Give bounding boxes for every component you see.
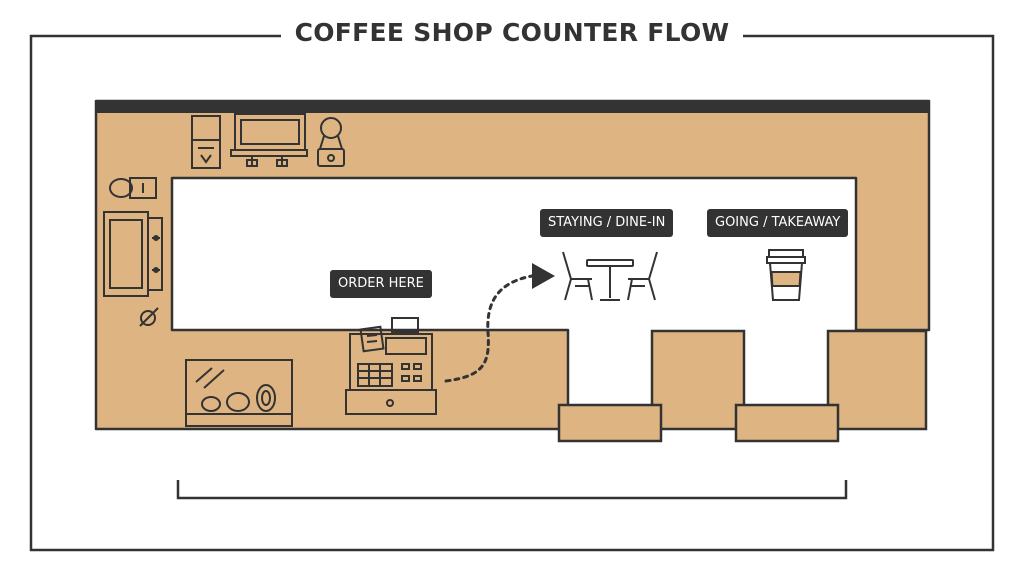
side-espresso-machine-icon <box>103 211 163 297</box>
counter-back-edge <box>95 100 930 113</box>
staying-dine-in-label: STAYING / DINE-IN <box>540 209 674 237</box>
counter-segment <box>826 329 928 431</box>
going-takeaway-label: GOING / TAKEAWAY <box>707 209 849 237</box>
counter-body <box>94 99 931 431</box>
counter-step <box>734 403 840 443</box>
water-dispenser-icon <box>191 115 221 169</box>
water-valve-icon <box>139 307 159 327</box>
counter-segment <box>650 329 746 431</box>
dimension-bracket <box>176 480 848 500</box>
cafe-table-chairs-icon <box>562 251 658 301</box>
order-here-label: ORDER HERE <box>330 270 432 298</box>
flow-arrow-icon <box>444 263 555 383</box>
cash-register-icon <box>345 317 437 415</box>
pastry-display-case-icon <box>185 359 293 427</box>
espresso-machine-icon <box>230 113 308 167</box>
takeaway-cup-icon <box>766 249 806 301</box>
coffee-grinder-icon <box>317 117 345 167</box>
counter-step <box>557 403 663 443</box>
coffee-pot-icon <box>109 177 157 199</box>
